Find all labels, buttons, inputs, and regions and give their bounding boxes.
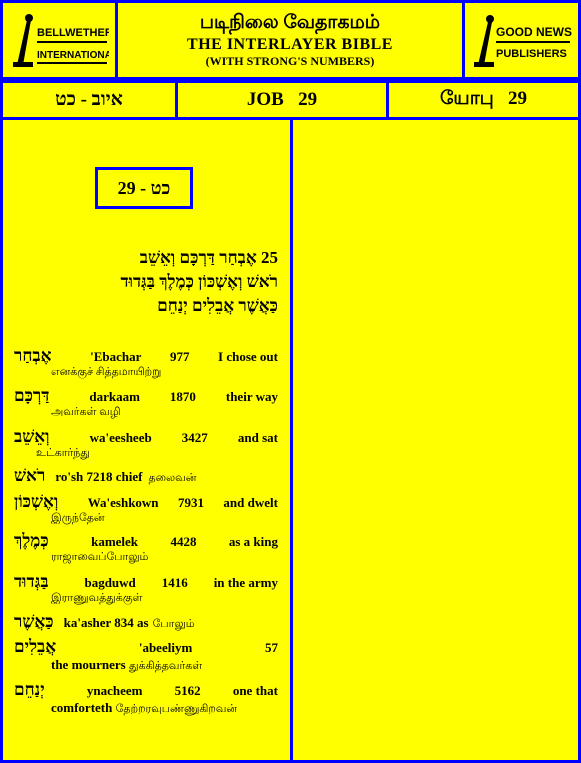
- right-logo-box: GOOD NEWS PUBLISHERS: [462, 0, 581, 80]
- entry-translit: 'Ebachar: [90, 349, 142, 364]
- right-panel: [290, 117, 581, 763]
- entry-english: one that: [232, 683, 278, 698]
- entry-translit: bagduwd: [84, 575, 136, 590]
- entry-english-cont: comforteth: [51, 700, 113, 715]
- entry-strong: 7931: [177, 495, 204, 510]
- word-entry: דַּרְכָּם darkaam 1870 their way அவர்கள் வழ…: [14, 386, 278, 420]
- logo-left-line2: INTERNATIONAL: [37, 50, 109, 61]
- entry-translit: ynacheem: [86, 683, 143, 698]
- good-news-logo-icon: GOOD NEWS PUBLISHERS: [473, 15, 572, 67]
- verse-number: 25: [261, 248, 278, 267]
- entry-tamil: போலும்: [152, 618, 195, 630]
- entry-tamil: தலைவன்: [148, 472, 197, 484]
- left-logo-box: BELLWETHER INTERNATIONAL: [0, 0, 118, 80]
- entry-strong: 57: [264, 640, 278, 655]
- entry-tamil: இராணுவத்துக்குள்: [51, 592, 143, 604]
- entry-english: the mourners: [51, 657, 126, 672]
- entry-hebrew: כְּמֶלֶךְ: [14, 531, 49, 550]
- bellwether-logo-icon: BELLWETHER INTERNATIONAL: [13, 14, 109, 67]
- entry-strong: 1870: [169, 389, 196, 404]
- title-subtitle: (WITH STRONG'S NUMBERS): [205, 53, 375, 68]
- verse-text-1: אֶבְחַר דַּרְכָּם וְאֵשֵׁב: [139, 248, 257, 267]
- word-entry: כְּמֶלֶךְ kamelek 4428 as a king ராஜாவைப்போ…: [14, 531, 278, 565]
- chapter-hebrew: איוב - כט: [55, 89, 123, 110]
- entry-hebrew: כַּאֲשֶׁר: [14, 612, 54, 631]
- entry-strong: 977: [169, 349, 190, 364]
- word-entry: וְאֶשְׁכּוֹן Wa'eshkown 7931 and dwelt இருந…: [14, 492, 278, 526]
- entry-english: and dwelt: [223, 495, 278, 510]
- entry-tamil: உட்கார்ந்து: [36, 447, 90, 459]
- entry-tamil: இருந்தேன்: [51, 512, 105, 524]
- chapter-english-box: JOB 29: [175, 80, 389, 120]
- word-entry: אֲבֵלִים 'abeeliym 57 the mourners துக்கித…: [14, 637, 278, 674]
- entry-hebrew: דַּרְכָּם: [14, 386, 50, 405]
- entry-translit: Wa'eshkown: [87, 495, 159, 510]
- entry-translit: ka'asher 834 as: [63, 615, 149, 630]
- entry-strong: 4428: [170, 534, 197, 549]
- chapter-tamil-box: யோபு 29: [386, 80, 581, 120]
- word-entry: אֶבְחַר 'Ebachar 977 I chose out எனக்குச் ச…: [14, 346, 278, 380]
- entry-tamil: அவர்கள் வழி: [51, 406, 121, 418]
- entry-tamil: தேற்றரவுபண்ணுகிறவன்: [115, 703, 238, 715]
- verse-line-3: כַּאֲשֶׁר אֲבֵלִים יְנַחֵם: [157, 296, 278, 315]
- logo-left-line1: BELLWETHER: [37, 27, 109, 39]
- left-panel: [0, 117, 293, 763]
- entry-english: in the army: [213, 575, 278, 590]
- entry-english: as a king: [228, 534, 278, 549]
- entry-strong: 5162: [174, 683, 201, 698]
- entry-english: and sat: [237, 430, 278, 445]
- entry-tamil: துக்கித்தவர்கள்: [129, 660, 203, 672]
- chapter-badge: כט - 29: [95, 167, 193, 209]
- logo-right-line1: GOOD NEWS: [496, 25, 572, 39]
- entry-translit: ro'sh 7218 chief: [55, 469, 143, 484]
- entry-english: their way: [225, 389, 278, 404]
- verse-line-1: 25 אֶבְחַר דַּרְכָּם וְאֵשֵׁב: [10, 248, 278, 268]
- entry-hebrew: אֲבֵלִים: [14, 637, 57, 656]
- entry-strong: 3427: [181, 430, 208, 445]
- verse-line-2: רֹאשׁ וְאֶשְׁכּוֹן כְּמֶלֶךְ בַּגְּדוּד: [120, 272, 278, 291]
- entry-translit: kamelek: [91, 534, 139, 549]
- title-box: படிநிலை வேதாகமம் THE INTERLAYER BIBLE (W…: [115, 0, 465, 80]
- chapter-hebrew-box: איוב - כט: [0, 80, 178, 120]
- chapter-english: JOB 29: [246, 89, 318, 110]
- word-entry: בַּגְּדוּד bagduwd 1416 in the army இராணுவத…: [14, 572, 278, 606]
- entry-hebrew: וְאֶשְׁכּוֹן: [14, 492, 59, 511]
- entry-strong: 1416: [161, 575, 188, 590]
- title-english: THE INTERLAYER BIBLE: [187, 35, 393, 53]
- entry-hebrew: וְאֵשֵׁב: [14, 427, 50, 446]
- logo-right-line2: PUBLISHERS: [496, 48, 567, 60]
- word-entry: רֹאשׁ ro'sh 7218 chief தலைவன்: [14, 466, 278, 486]
- entry-translit: darkaam: [89, 389, 140, 404]
- entry-english: I chose out: [218, 349, 278, 364]
- entry-tamil: ராஜாவைப்போலும்: [51, 551, 149, 563]
- entry-hebrew: רֹאשׁ: [14, 466, 46, 485]
- word-entry: יְנַחֵם ynacheem 5162 one that comforteth த…: [14, 680, 278, 717]
- entry-hebrew: יְנַחֵם: [14, 680, 45, 699]
- entry-translit: wa'eesheeb: [89, 430, 152, 445]
- entry-hebrew: בַּגְּדוּד: [14, 572, 49, 591]
- word-entry: וְאֵשֵׁב wa'eesheeb 3427 and sat உட்கார்ந்த…: [14, 427, 278, 461]
- entry-translit: 'abeeliym: [138, 640, 193, 655]
- entry-hebrew: אֶבְחַר: [14, 346, 52, 365]
- entry-tamil: எனக்குச் சித்தமாயிற்று: [51, 366, 162, 378]
- chapter-tamil: யோபு 29: [439, 88, 528, 109]
- title-tamil: படிநிலை வேதாகமம்: [199, 11, 381, 33]
